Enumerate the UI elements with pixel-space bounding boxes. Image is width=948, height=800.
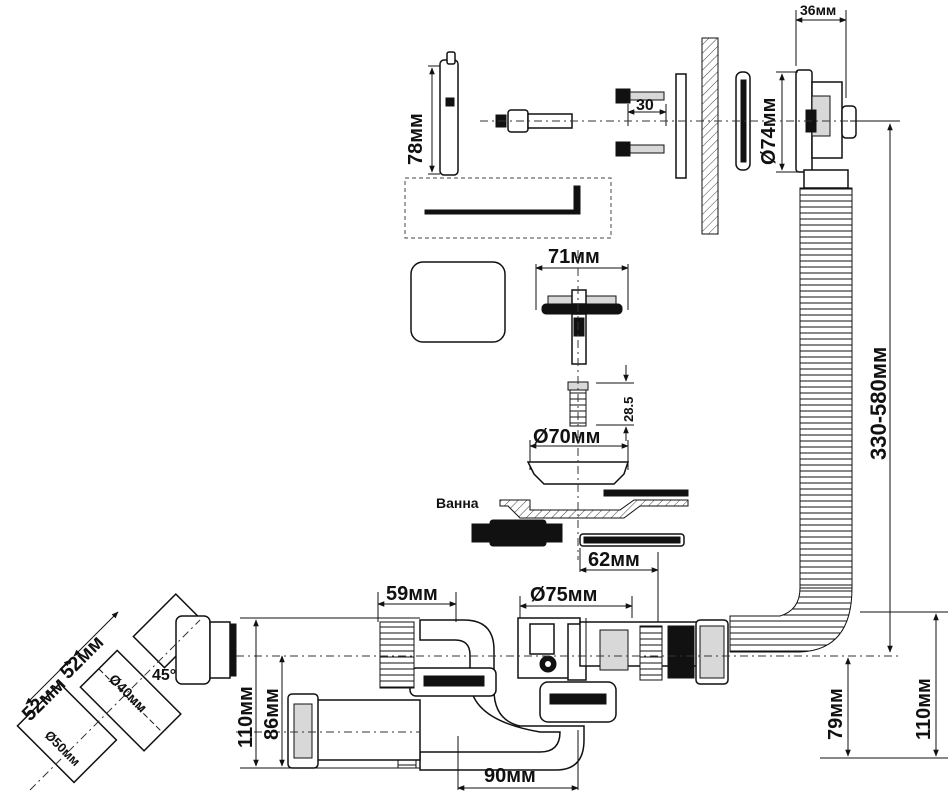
- angle-label: 45°: [152, 667, 176, 684]
- overflow-depth-label: 36мм: [800, 2, 836, 18]
- overflow-cap-side: [439, 59, 459, 176]
- height-86-label: 86мм: [261, 688, 283, 740]
- bath-wall: [701, 37, 719, 235]
- height-110-right-label: 110мм: [913, 678, 935, 740]
- bolt-length-label: 30: [636, 97, 654, 114]
- angled-pipe: [16, 593, 237, 791]
- plug-width-label: 71мм: [548, 246, 600, 268]
- siphon-body: [287, 617, 729, 771]
- trap-diameter-label: Ø75мм: [530, 584, 597, 606]
- hose-length-label: 330-580мм: [866, 347, 891, 460]
- screw-length-label: 28.5: [621, 397, 636, 422]
- height-79-label: 79мм: [825, 688, 847, 740]
- overflow-diameter-label: Ø74мм: [758, 98, 780, 165]
- overflow-assembly: 78мм 30: [405, 2, 900, 235]
- plug-stem: 71мм: [535, 246, 629, 365]
- gasket-diameter-label: 62мм: [588, 549, 640, 571]
- bath-label: Ванна: [436, 495, 479, 511]
- bath-section: Ванна: [436, 489, 689, 547]
- allen-key-box: [404, 177, 612, 239]
- drain-diameter-label: Ø70мм: [533, 426, 600, 448]
- outlet-length-label: 59мм: [386, 583, 438, 605]
- overflow-hose: [729, 187, 853, 653]
- overflow-height-label: 78мм: [405, 113, 427, 165]
- plug-cover: [410, 261, 506, 343]
- height-110-left-label: 110мм: [235, 686, 257, 748]
- spacing-90-label: 90мм: [484, 765, 536, 787]
- overflow-bolts: [615, 73, 687, 179]
- overflow-body: [795, 69, 857, 189]
